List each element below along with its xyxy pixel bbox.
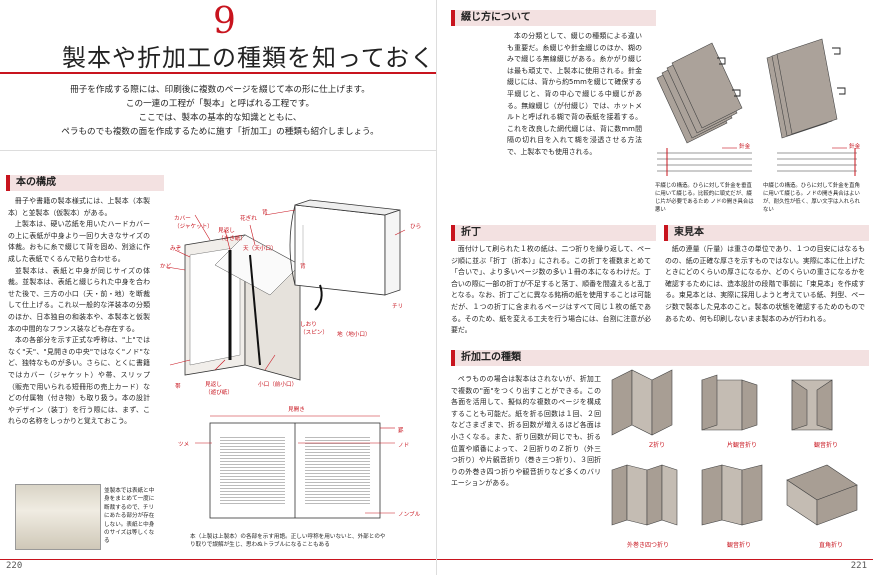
z-fold-illustration (611, 369, 673, 436)
binding-body: 本の分類として、綴じの種類による違いも重要だ。糸綴じや針金綴じのほか、糊のみで綴… (507, 31, 642, 159)
label-mihiraki: 見開き (288, 407, 305, 413)
nakatoji-stack (766, 38, 838, 139)
section-heading-folding: 折加工の種類 (451, 350, 869, 366)
lead-text: 冊子を作成する際には、印刷後に複数のページを綴じて本の形に仕上げます。 この一連… (40, 83, 400, 139)
closed-book-illustration (289, 199, 401, 311)
photo-caption: 並製本では表紙と中身をまとめて一度に断裁するので、チリにあたる部分が存在しない。… (104, 488, 155, 545)
half-gate-fold-illustration (701, 374, 758, 431)
label-mikaeshi: 見返し （きき紙） (218, 228, 246, 242)
tsukamihon-body: 紙の連量（斤量）は重さの単位であり、１つの目安にはなるものの、紙の正確な厚さを示… (665, 244, 865, 325)
paragraph: 並製本は、表紙と中身が同じサイズの体裁。並製本は、表紙と綴じられた中身を合わせた… (8, 266, 150, 333)
label-sen: 背 (262, 210, 268, 216)
footer-rule (0, 559, 436, 560)
section-heading-book-structure: 本の構成 (6, 175, 164, 191)
footer-rule (437, 559, 873, 560)
label-kado: かど (160, 264, 172, 270)
chapter-title: 製本や折加工の種類を知っておく (62, 44, 436, 72)
paragraph: 上製本は、硬い芯紙を用いたハードカバーの上に表紙が中身より一回り大きなサイズの体… (8, 220, 150, 263)
paperback-photo (15, 484, 101, 550)
label-hiratoji-wire: 針金 (739, 144, 751, 150)
paragraph: 面付けして刷られた１枚の紙は、二つ折りを繰り返して、ページ順に並ぶ「折丁（折本）… (451, 245, 651, 335)
left-page: 9 製本や折加工の種類を知っておく 冊子を作成する際には、印刷後に複数のページを… (0, 0, 436, 575)
label-sen-2: 背 (300, 264, 306, 270)
label-ten: 天（天小口） (243, 246, 277, 252)
paragraph: ペラものの場合は製本はされないが、折加工で複数の"面"をつくり出すことができる。… (451, 375, 601, 488)
page-number-left: 220 (6, 561, 23, 571)
lead-line: この一連の工程が「製本」と呼ばれる工程です。 (125, 99, 315, 109)
chapter-rule (0, 72, 436, 74)
section-heading-binding: 綴じ方について (451, 10, 656, 26)
hiratoji-caption: 平綴じの構造。ひらに対して針金を垂直に用いて綴じる。比較的に頑丈だが、綴じ片が必… (655, 183, 754, 213)
fold-label-gate: 観音折り (814, 442, 839, 449)
label-nonburu: ノンブル (398, 512, 421, 518)
paragraph: 本の分類として、綴じの種類による違いも重要だ。糸綴じや針金綴じのほか、糊のみで綴… (507, 32, 642, 156)
fold-label-roll: 外巻き四つ折り (627, 542, 670, 549)
open-book-illustration (184, 234, 301, 381)
right-page: 綴じ方について 本の分類として、綴じの種類による違いも重要だ。糸綴じや針金綴じの… (437, 0, 873, 575)
label-chiri: チリ (392, 304, 404, 310)
lead-line: ここでは、製本の基本的な知識とともに、 (138, 113, 302, 123)
paragraph: 冊子や書籍の製本様式には、上製本（本製本）と並製本（仮製本）がある。 (8, 197, 150, 217)
oricho-body: 面付けして刷られた１枚の紙は、二つ折りを繰り返して、ページ順に並ぶ「折丁（折本）… (451, 244, 651, 337)
gate-fold-illustration (791, 379, 833, 431)
book-structure-body: 冊子や書籍の製本様式には、上製本（本製本）と並製本（仮製本）がある。 上製本は、… (8, 196, 150, 428)
fold-label-z: Z折り (649, 442, 666, 449)
book-parts-diagram (166, 199, 406, 381)
roll-fold-illustration (611, 464, 678, 526)
open-spread-diagram (195, 415, 395, 519)
fold-label-half-gate: 片観音折り (727, 442, 758, 449)
nakatoji-caption: 中綴じの構造。ひらに対して針金を直角に用いて綴じる。ノドの開き具合はよいが、耐久… (763, 183, 860, 213)
divider (0, 150, 436, 151)
label-koguchi: 小口（前小口） (258, 382, 298, 388)
binding-diagram (656, 38, 857, 176)
label-tsume: ツメ (178, 442, 190, 448)
lead-line: ペラものでも複数の面を作成するために施す「折加工」の種類も紹介しましょう。 (61, 127, 379, 137)
folding-diagrams (611, 369, 858, 526)
page-gutter (436, 0, 437, 575)
paragraph: 本の各部分を示す正式な呼称は、"上"ではなく"天"、"見開きの中央"ではなく"ノ… (8, 336, 150, 426)
chapter-number: 9 (213, 1, 236, 42)
label-shiori: しおり （スピン） (300, 322, 328, 336)
label-nakatoji-wire: 針金 (849, 144, 861, 150)
page-number-right: 221 (850, 561, 867, 571)
hiratoji-stack (656, 42, 743, 144)
section-heading-tsukamihon: 束見本 (664, 225, 869, 241)
section-heading-oricho: 折丁 (451, 225, 656, 241)
label-mizo: みぞ (170, 246, 182, 252)
label-mikaeshi-2: 見返し （遊び紙） (205, 382, 233, 396)
paragraph: 紙の連量（斤量）は重さの単位であり、１つの目安にはなるものの、紙の正確な厚さを示… (665, 245, 865, 323)
lead-line: 冊子を作成する際には、印刷後に複数のページを綴じて本の形に仕上げます。 (70, 85, 370, 95)
double-gate-fold-illustration (701, 464, 763, 526)
folding-body: ペラものの場合は製本はされないが、折加工で複数の"面"をつくり出すことができる。… (451, 374, 601, 490)
label-kei: 罫 (398, 428, 404, 434)
label-cover: カバー （ジャケット） (174, 216, 213, 230)
label-hira: ひら (410, 224, 422, 230)
spread-caption: 本（上製は上製本）の各部を示す用語。正しい呼称を用いないと、外部とのやり取りで誤… (190, 534, 386, 548)
label-chi-koguchi: 地（地小口） (337, 332, 371, 338)
label-hanagire: 花ぎれ (240, 216, 257, 222)
right-angle-fold-illustration (786, 464, 858, 526)
label-leaders (166, 209, 406, 371)
label-nodo: ノド (398, 443, 410, 449)
fold-label-double-gate: 観音折り (727, 542, 752, 549)
fold-label-right-angle: 直角折り (819, 542, 844, 549)
label-obi: 帯 (175, 384, 181, 390)
